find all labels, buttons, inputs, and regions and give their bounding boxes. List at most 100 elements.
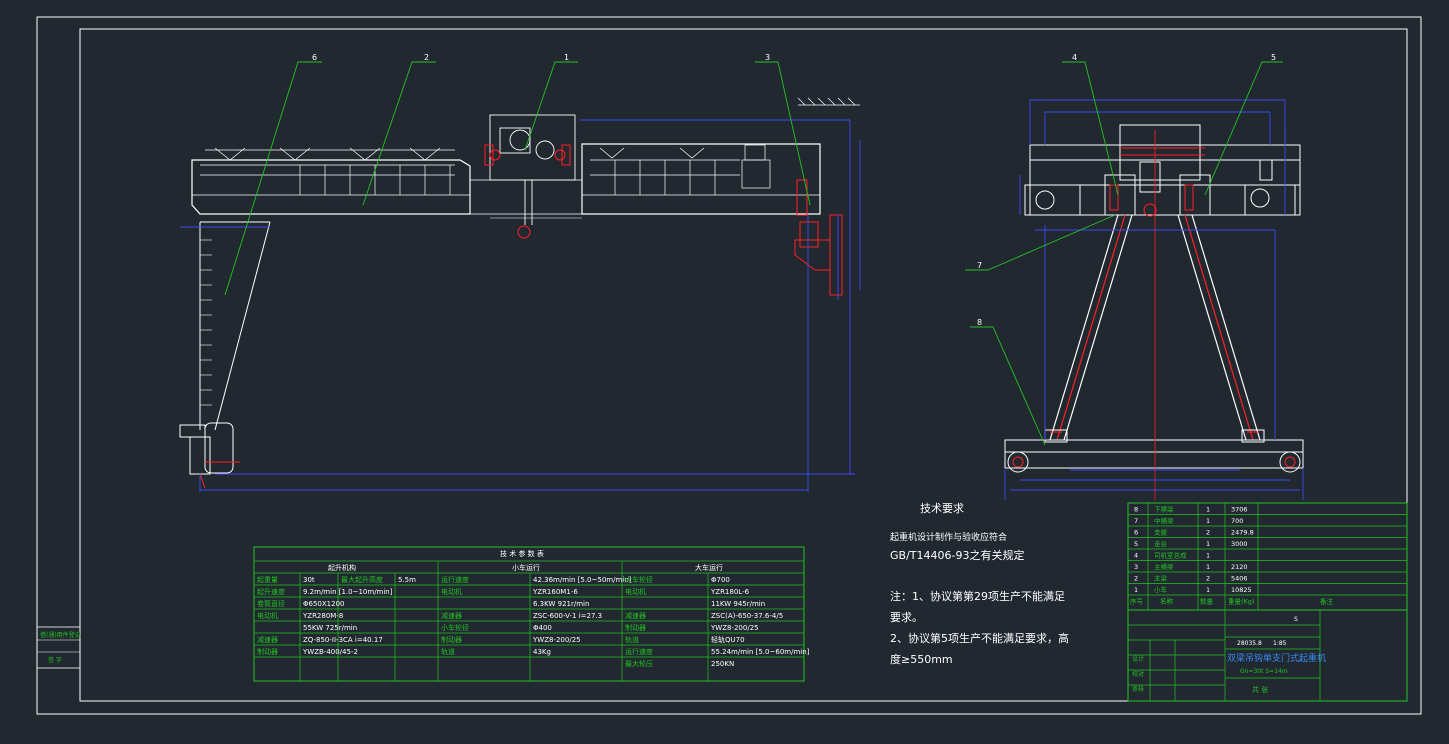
side-view <box>1004 99 1304 500</box>
params-cell: 最大轮压 <box>625 659 653 668</box>
outer-frame <box>36 16 1422 715</box>
side-stamp-label-2: 签 字 <box>48 656 62 664</box>
parts-header-cell: 序号 <box>1130 597 1144 606</box>
params-cell: 轨道 <box>441 647 455 656</box>
parts-row-name: 下横梁 <box>1154 505 1174 514</box>
params-cell: YZR160M1-6 <box>532 588 578 596</box>
note-2b: 度≥550mm <box>890 653 953 666</box>
note-2a: 2、协议第5项生产不能满足要求，高 <box>890 632 1069 645</box>
callout-7: 7 <box>977 261 982 270</box>
params-cell: YZR280M-8 <box>302 612 343 620</box>
params-cell: 最大起升高度 <box>341 575 383 584</box>
parts-header-cell: 数量 <box>1200 597 1214 606</box>
tech-requirements: 技术要求 起重机设计制作与验收应符合 GB/T14406-93之有关规定 <box>890 500 1024 563</box>
title-block-label-design: 设计 <box>1132 655 1144 663</box>
params-cell: 轻轨QU70 <box>711 635 745 644</box>
parts-row-qty: 1 <box>1206 563 1210 571</box>
title-block-weight: 28035.8 <box>1237 640 1262 647</box>
parts-row-no: 5 <box>1134 540 1138 548</box>
params-cell: YWZB-400/45-2 <box>302 648 358 656</box>
params-group-label: 大车运行 <box>695 563 723 572</box>
params-cell: 起重量 <box>257 576 278 584</box>
parts-row-name: 小车 <box>1154 585 1168 594</box>
params-cell: 减速器 <box>441 611 462 620</box>
parts-row-weight: 700 <box>1231 517 1243 525</box>
params-group-label: 起升机构 <box>328 563 356 572</box>
parts-row-no: 6 <box>1134 529 1138 537</box>
params-cell: 6.3KW 921r/min <box>533 600 589 608</box>
parts-row-qty: 1 <box>1206 506 1210 514</box>
parts-row-weight: 3000 <box>1231 540 1248 548</box>
params-cell: 轨道 <box>625 635 639 644</box>
params-cell: 9.2m/min [1.0~10m/min] <box>303 588 393 596</box>
params-cell: ZSC-600-V-1 i=27.3 <box>533 612 602 620</box>
callout-2: 2 <box>424 53 429 62</box>
params-cell: 起升速度 <box>257 587 285 596</box>
params-cell: 大车轮径 <box>625 575 653 584</box>
params-cell: 30t <box>303 576 315 584</box>
params-cell: YWZ8-200/25 <box>710 624 759 632</box>
params-cell: ZQ-850-II-3CA i=40.17 <box>303 636 383 644</box>
parts-row-weight: 3706 <box>1231 506 1248 514</box>
side-stamp: 借(通)用件登记 签 字 <box>36 626 81 669</box>
title-block-scale: 1:85 <box>1273 640 1287 647</box>
params-cell: Φ700 <box>711 576 730 584</box>
parts-row-qty: 1 <box>1206 540 1210 548</box>
parts-row-no: 3 <box>1134 563 1138 571</box>
params-cell: Φ650X1200 <box>303 600 344 608</box>
params-cell: 减速器 <box>625 611 646 620</box>
parts-row-no: 2 <box>1134 575 1138 583</box>
parts-row-qty: 2 <box>1206 575 1210 583</box>
params-cell: 减速器 <box>257 635 278 644</box>
params-cell: 卷筒直径 <box>257 599 285 608</box>
params-cell: 55KW 725r/min <box>303 624 357 632</box>
params-cell: 5.5m <box>398 576 416 584</box>
parts-row-name: 走台 <box>1154 539 1167 548</box>
params-cell: 250KN <box>711 660 734 668</box>
title-block-label-audit: 审核 <box>1132 685 1144 693</box>
params-cell: 制动器 <box>625 623 646 632</box>
parts-header-cell: 名称 <box>1160 597 1174 606</box>
params-cell: 55.24m/min [5.0~60m/min] <box>711 648 810 656</box>
note-1a: 注：1、协议第第29项生产不能满足 <box>890 590 1065 603</box>
callout-1: 1 <box>564 53 569 62</box>
parts-row-name: 主横梁 <box>1154 562 1174 571</box>
callout-4: 4 <box>1072 53 1077 62</box>
title-block-label-check: 校对 <box>1132 670 1144 678</box>
params-cell: 制动器 <box>257 647 278 656</box>
parts-row-name: 中横梁 <box>1154 516 1174 525</box>
tech-requirements-title: 技术要求 <box>920 502 964 515</box>
parts-row-name: 司机室总成 <box>1154 551 1187 560</box>
params-cell: YWZ8-200/25 <box>532 636 581 644</box>
parts-row-name: 主梁 <box>1154 574 1168 583</box>
parts-row-qty: 1 <box>1206 552 1210 560</box>
callout-3: 3 <box>765 53 770 62</box>
params-cell: 电动机 <box>441 587 462 596</box>
params-cell: YZR180L-6 <box>710 588 750 596</box>
parts-row-qty: 1 <box>1206 586 1210 594</box>
params-cell: Φ400 <box>533 624 552 632</box>
callout-5: 5 <box>1271 53 1276 62</box>
params-cell: 43Kg <box>533 648 551 656</box>
parts-row-qty: 1 <box>1206 517 1210 525</box>
notes-block: 注：1、协议第第29项生产不能满足 要求。 2、协议第5项生产不能满足要求，高 … <box>890 586 1069 670</box>
inner-frame <box>79 28 1408 702</box>
title-block-name: 双梁吊钩单支门式起重机 <box>1227 652 1326 664</box>
note-1b: 要求。 <box>890 611 923 624</box>
title-block-sheet: 共 张 <box>1252 685 1268 694</box>
title-block-spec: Gn=30t S=14m <box>1240 668 1288 675</box>
callout-8: 8 <box>977 318 982 327</box>
title-block-grade: S <box>1294 616 1298 623</box>
params-cell: 小车轮径 <box>441 623 469 632</box>
parts-header-cell: 重量(Kg) <box>1228 598 1254 606</box>
params-cell: 电动机 <box>625 587 646 596</box>
parts-row-weight: 2479.8 <box>1231 529 1254 537</box>
parts-row-weight: 5406 <box>1231 575 1248 583</box>
tech-requirements-line2: GB/T14406-93之有关规定 <box>890 549 1025 562</box>
parts-row-qty: 2 <box>1206 529 1210 537</box>
side-stamp-label-1: 借(通)用件登记 <box>40 631 81 639</box>
params-cell: 11KW 945r/min <box>711 600 765 608</box>
params-cell: 电动机 <box>257 611 278 620</box>
title-block: 双梁吊钩单支门式起重机 Gn=30t S=14m 28035.8 1:85 S … <box>1127 609 1408 702</box>
